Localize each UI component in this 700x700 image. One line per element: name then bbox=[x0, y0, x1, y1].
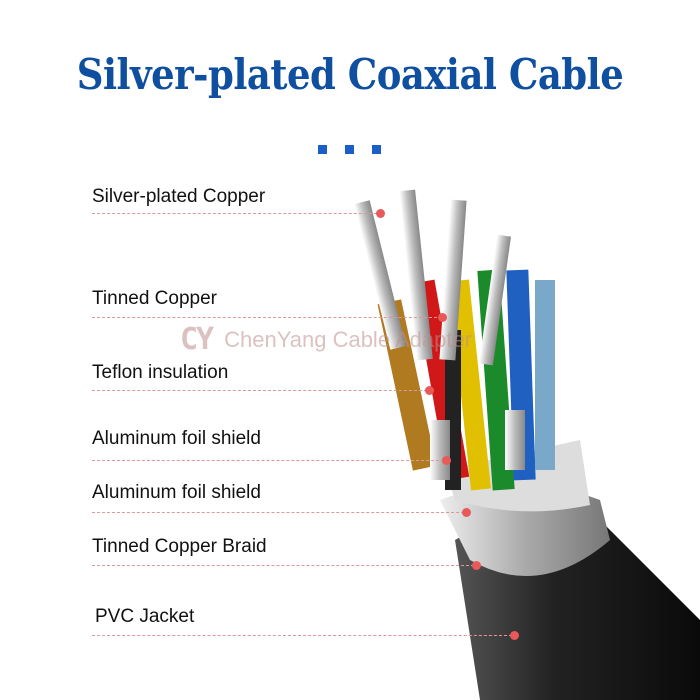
label-aluminum-foil-shield-2: Aluminum foil shield bbox=[92, 482, 261, 503]
page-title: Silver-plated Coaxial Cable bbox=[76, 48, 624, 100]
label-silver-plated-copper: Silver-plated Copper bbox=[92, 186, 266, 207]
leader-line bbox=[92, 635, 512, 636]
leader-dot bbox=[510, 631, 519, 640]
leader-dot bbox=[376, 209, 385, 218]
decorative-dots bbox=[318, 145, 381, 154]
leader-line bbox=[92, 213, 382, 214]
label-aluminum-foil-shield-1: Aluminum foil shield bbox=[92, 428, 261, 449]
leader-dot bbox=[438, 313, 447, 322]
leader-dot bbox=[442, 456, 451, 465]
leader-dot bbox=[462, 508, 471, 517]
leader-dot bbox=[472, 561, 481, 570]
leader-dot bbox=[425, 386, 434, 395]
label-tinned-copper: Tinned Copper bbox=[92, 288, 217, 309]
leader-line bbox=[92, 565, 474, 566]
watermark-text: ChenYang Cable Adapter bbox=[224, 326, 473, 352]
leader-line bbox=[92, 317, 442, 318]
label-pvc-jacket: PVC Jacket bbox=[95, 606, 195, 627]
label-tinned-copper-braid: Tinned Copper Braid bbox=[92, 536, 267, 557]
leader-line bbox=[92, 512, 464, 513]
conductors bbox=[354, 189, 555, 491]
label-teflon-insulation: Teflon insulation bbox=[92, 362, 229, 383]
watermark-logo: CY bbox=[180, 322, 214, 357]
leader-line bbox=[92, 460, 444, 461]
watermark: CY ChenYang Cable Adapter bbox=[180, 322, 472, 357]
leader-line bbox=[92, 390, 427, 391]
